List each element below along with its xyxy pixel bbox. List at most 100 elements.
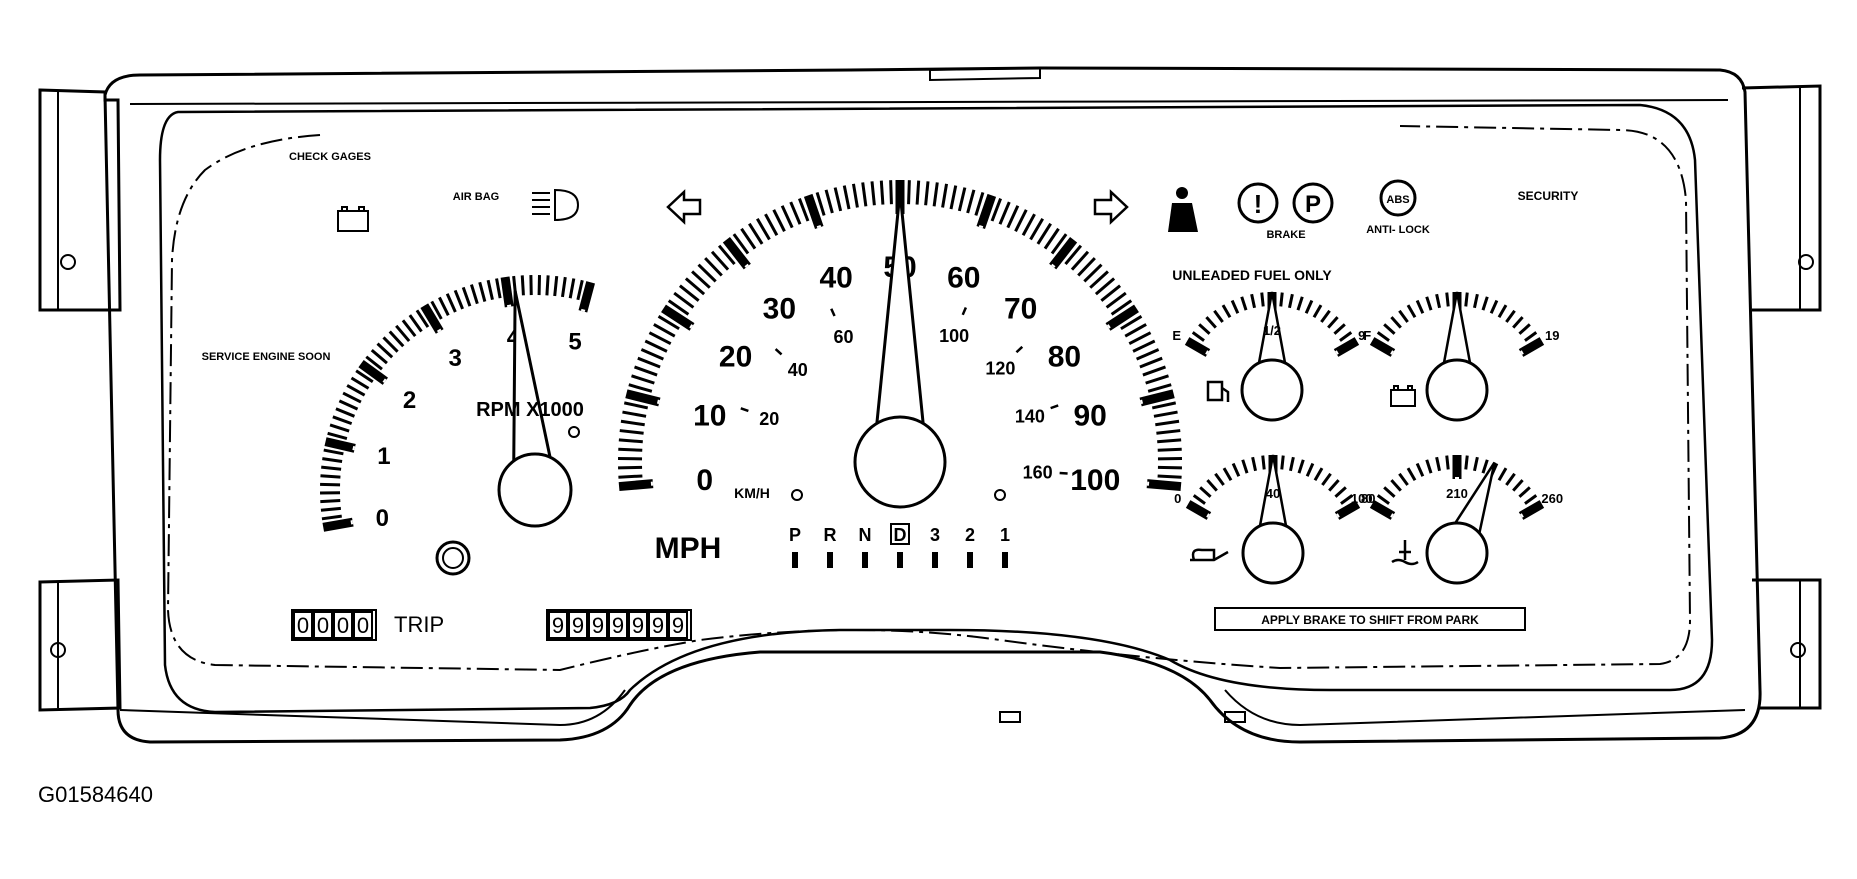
cluster-housing xyxy=(38,66,1822,744)
dial-tick xyxy=(976,193,997,229)
odo-digit-box xyxy=(668,611,688,639)
needle-hub xyxy=(1240,358,1304,422)
headlamp-high-beam-icon xyxy=(532,188,580,222)
fuel-label: E xyxy=(1172,328,1181,343)
dial-tick xyxy=(1213,309,1224,323)
dial-tick xyxy=(966,189,976,214)
fuel-caption: UNLEADED FUEL ONLY xyxy=(1172,267,1332,283)
dial-tick xyxy=(329,423,350,433)
dial-tick xyxy=(1383,486,1396,498)
trip-digit: 0 xyxy=(357,613,369,638)
dial-tick xyxy=(1199,486,1212,498)
dial-tick xyxy=(1435,293,1442,309)
dial-tick-gap xyxy=(1206,513,1210,518)
odo-digit: 9 xyxy=(592,613,604,638)
dial-tick-gap xyxy=(1051,263,1056,268)
dial-tick-gap xyxy=(382,378,387,383)
dial-tick xyxy=(1105,291,1127,309)
dial-tick xyxy=(1304,299,1314,314)
dial-tick xyxy=(889,180,893,205)
dial-tick xyxy=(949,185,958,210)
dial-tick xyxy=(618,479,654,492)
gear-label: D xyxy=(894,525,907,545)
mounting-hole xyxy=(60,254,76,270)
kmh-tick-label: 140 xyxy=(1015,407,1045,427)
mph-tick-label: 60 xyxy=(947,262,980,295)
dial-tick xyxy=(1415,462,1425,477)
dial-tick xyxy=(1327,316,1339,329)
dial-tick xyxy=(415,309,430,328)
dial-tick xyxy=(500,276,514,308)
dial-tick xyxy=(1206,479,1218,492)
dial-tick xyxy=(618,474,643,479)
dial-tick xyxy=(1083,263,1103,283)
dial-tick xyxy=(1472,456,1479,472)
dial-tick xyxy=(824,189,834,214)
odo-digit: 9 xyxy=(672,613,684,638)
dial-tick xyxy=(661,304,695,331)
odo-digit-box xyxy=(648,611,668,639)
dial-tick xyxy=(1518,486,1531,498)
gear-label: 3 xyxy=(930,525,940,545)
kmh-tick xyxy=(830,308,836,317)
dial-tick xyxy=(740,227,757,250)
dial-tick xyxy=(657,315,680,331)
gear-lamp xyxy=(792,552,798,568)
dial-tick xyxy=(1279,292,1284,307)
dial-tick xyxy=(924,181,930,206)
dial-tick xyxy=(395,324,411,343)
dial-tick xyxy=(388,330,405,348)
odo-digit: 9 xyxy=(632,613,644,638)
dial-tick-gap xyxy=(1336,513,1340,518)
dial-tick xyxy=(1390,479,1402,492)
dial-tick xyxy=(568,278,576,299)
anti-lock-label: ANTI- LOCK xyxy=(1366,224,1430,236)
trip-digit-box xyxy=(293,611,313,639)
gear-label: P xyxy=(789,525,801,545)
odo-digit-box xyxy=(608,611,628,639)
dial-tick xyxy=(576,279,584,301)
dial-tick xyxy=(1497,467,1508,482)
dial-tick xyxy=(1077,257,1096,277)
dial-tick xyxy=(623,401,649,410)
tach-tick-label: 5 xyxy=(568,328,581,355)
dial-tick xyxy=(1191,331,1205,342)
needle-hub xyxy=(853,415,947,509)
figure-id: G01584640 xyxy=(38,782,153,807)
mph-tick-label: 30 xyxy=(763,293,796,326)
connector-tab xyxy=(999,711,1021,723)
trip-digit-box xyxy=(313,611,333,639)
dial-tick xyxy=(1021,213,1036,236)
dial-tick xyxy=(932,182,939,207)
dial-tick xyxy=(1241,459,1249,474)
dial-tick xyxy=(1398,472,1409,486)
dial-tick xyxy=(625,389,661,407)
dial-tick xyxy=(990,198,1003,222)
dial-tick xyxy=(644,339,668,353)
dial-tick-gap xyxy=(744,263,749,268)
dial-tick xyxy=(653,323,676,338)
dial-tick-gap xyxy=(978,224,984,229)
dial-tick xyxy=(1120,315,1143,331)
dial-tick xyxy=(553,275,559,297)
dial-tick xyxy=(335,407,356,418)
odo-digit: 9 xyxy=(612,613,624,638)
dial-tick xyxy=(370,348,388,365)
svg-text:P: P xyxy=(1305,191,1321,218)
dial-tick xyxy=(842,185,851,210)
dial-tick xyxy=(1464,455,1469,470)
kmh-tick xyxy=(1059,471,1068,475)
tach-reset-knob[interactable] xyxy=(435,540,471,576)
needle-hub xyxy=(1241,521,1305,585)
dial-tick xyxy=(1153,410,1178,418)
dial-tick xyxy=(320,506,342,512)
gear-lamp xyxy=(827,552,833,568)
dial-tick xyxy=(667,299,690,316)
dial-tick xyxy=(355,369,374,384)
mph-tick-label: 20 xyxy=(719,340,752,373)
dial-tick xyxy=(1333,323,1346,335)
dial-tick xyxy=(772,209,786,232)
gear-lamp xyxy=(967,552,973,568)
